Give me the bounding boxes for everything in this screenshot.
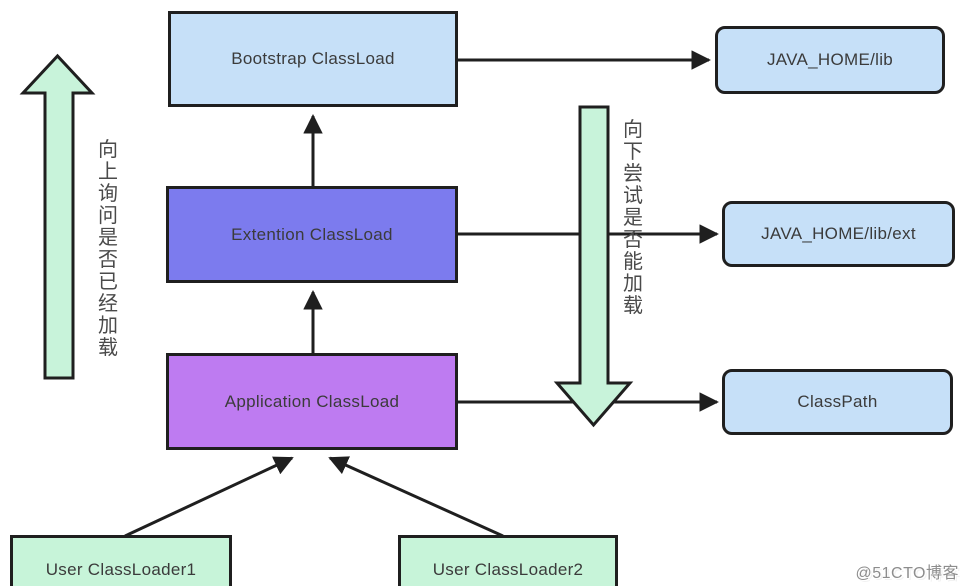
node-user-classloader1: User ClassLoader1: [10, 535, 232, 586]
watermark-51cto: @51CTO博客: [855, 565, 959, 582]
down-arrow-annotation: 向下尝试是否能加载: [623, 119, 643, 317]
big-down-arrow: [553, 105, 634, 428]
node-label: Extention ClassLoad: [231, 224, 393, 244]
big-up-arrow: [19, 53, 96, 380]
arrow-user1-to-application: [124, 456, 294, 538]
arrow-user2-to-application: [328, 456, 504, 538]
node-extention-classload: Extention ClassLoad: [166, 186, 458, 283]
node-label: JAVA_HOME/lib: [766, 50, 894, 69]
node-label: User ClassLoader2: [432, 560, 584, 579]
node-label: ClassPath: [797, 392, 878, 411]
node-label: Application ClassLoad: [224, 391, 400, 411]
node-label: JAVA_HOME/lib/ext: [761, 224, 916, 243]
node-label: User ClassLoader1: [45, 560, 197, 579]
node-bootstrap-classload: Bootstrap ClassLoad: [168, 11, 458, 107]
node-user-classloader2: User ClassLoader2: [398, 535, 618, 586]
up-arrow-annotation: 向上询问是否已经加载: [98, 139, 118, 359]
node-label: Bootstrap ClassLoad: [231, 49, 395, 68]
node-java-home-lib: JAVA_HOME/lib: [715, 26, 945, 94]
node-application-classload: Application ClassLoad: [166, 353, 458, 450]
node-classpath: ClassPath: [722, 369, 953, 435]
node-java-home-lib-ext: JAVA_HOME/lib/ext: [722, 201, 955, 267]
